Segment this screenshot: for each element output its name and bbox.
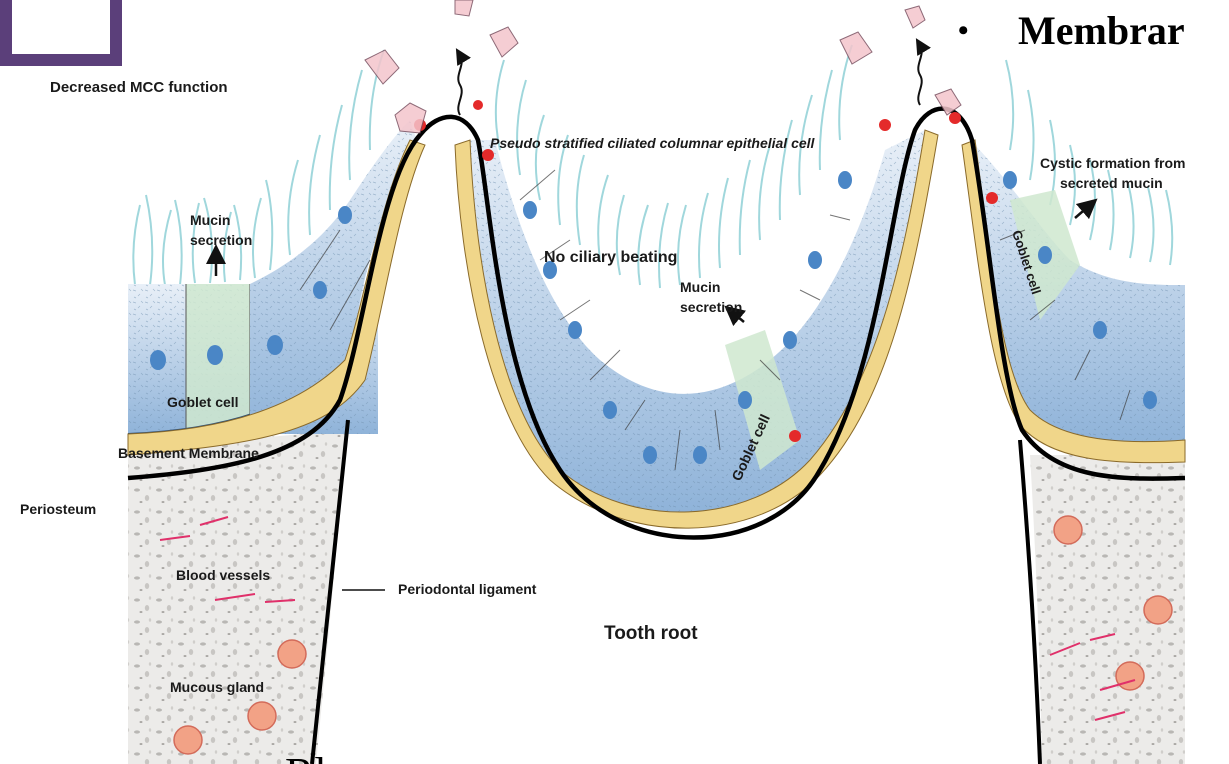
label-pseudo-stratified: Pseudo stratified ciliated columnar epit… — [490, 135, 816, 151]
bullet-heading: Membrar — [1018, 8, 1185, 53]
slide-accent-bar — [0, 0, 122, 66]
label-decreased-mcc: Decreased MCC function — [50, 79, 228, 96]
label-goblet-cell-left: Goblet cell — [167, 394, 239, 410]
label-cystic-formation: Cystic formation fromsecreted mucin — [1040, 155, 1185, 191]
bullet-glyph: • — [958, 14, 969, 47]
label-no-ciliary-beating: No ciliary beating — [544, 249, 677, 266]
label-mucin-secretion-center: Mucinsecretion — [680, 279, 742, 315]
label-periosteum: Periosteum — [20, 501, 96, 517]
label-blood-vessels: Blood vessels — [176, 567, 270, 583]
label-periodontal-ligament: Periodontal ligament — [398, 581, 537, 597]
label-tooth-root: Tooth root — [604, 623, 698, 644]
mucus-fragments — [365, 0, 961, 133]
bottom-text-right: ... — [1130, 744, 1160, 764]
label-basement-membrane: Basement Membrane — [118, 445, 259, 461]
label-mucin-secretion-left: Mucinsecretion — [190, 212, 252, 248]
label-mucous-gland: Mucous gland — [170, 679, 264, 695]
bottom-text-left: Rl... — [285, 749, 360, 764]
